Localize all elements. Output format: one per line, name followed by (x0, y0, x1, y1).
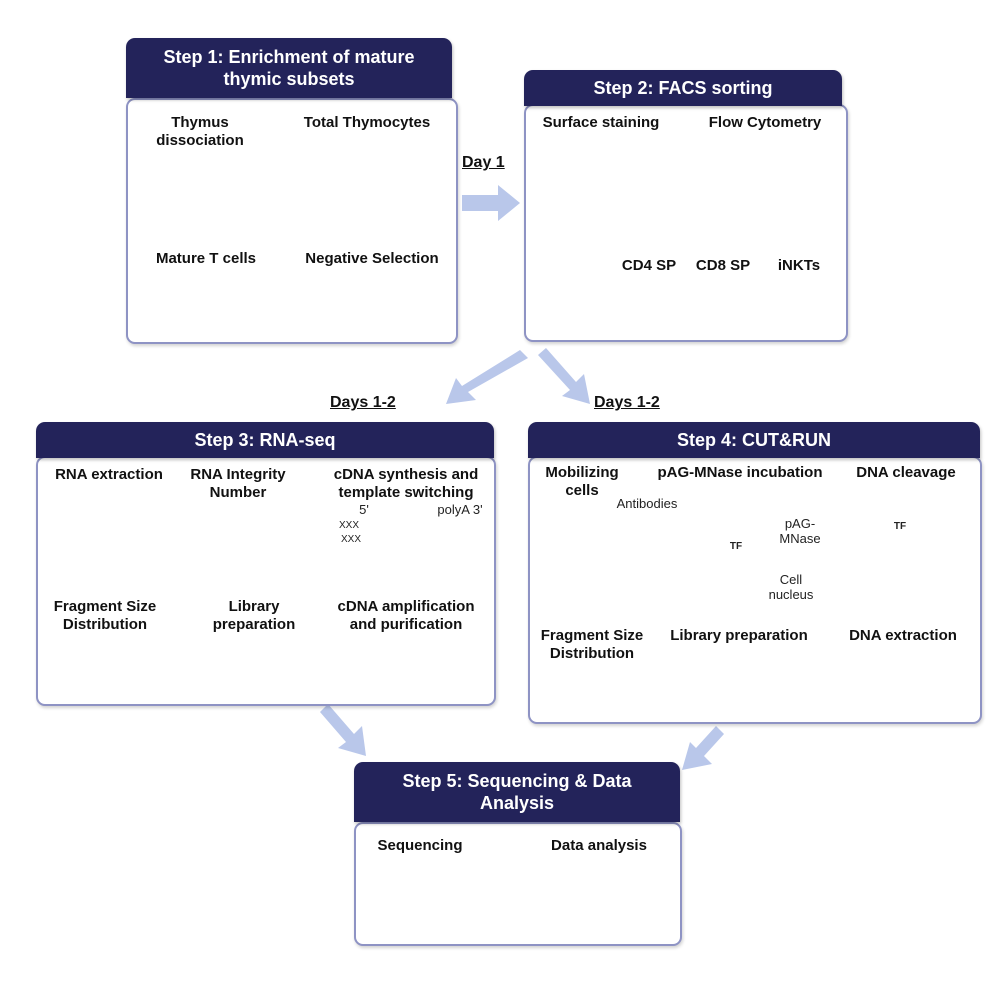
surface-staining-label: Surface staining (542, 114, 660, 131)
pag-mnase-label: pAG- MNase (779, 516, 821, 546)
total-thymocytes-label: Total Thymocytes (303, 114, 431, 131)
mobilizing-cells-label: Mobilizing cells (545, 464, 619, 499)
step4-header: Step 4: CUT&RUN (528, 422, 980, 458)
inkts-label: iNKTs (777, 257, 821, 274)
days12-right-label: Days 1-2 (594, 394, 660, 411)
sequencing-label: Sequencing (377, 837, 463, 854)
flow-arrow-step2-step4 (538, 348, 590, 404)
pag-incubation-label: pAG-MNase incubation (657, 464, 823, 481)
step4-fragment-label: Fragment Size Distribution (540, 627, 644, 662)
step4-panel (528, 456, 982, 724)
step5-panel (354, 822, 682, 946)
flow-arrow-step1-step2 (462, 185, 520, 221)
step2-header: Step 2: FACS sorting (524, 70, 842, 106)
mature-t-cells-label: Mature T cells (155, 250, 257, 267)
step2-panel (524, 104, 848, 342)
days12-left-label: Days 1-2 (330, 394, 396, 411)
step3-fragment-label: Fragment Size Distribution (53, 598, 157, 633)
flow-arrow-step2-step3 (446, 350, 528, 404)
rna-integrity-label: RNA Integrity Number (190, 466, 286, 501)
cd8-sp-label: CD8 SP (695, 257, 751, 274)
day1-label: Day 1 (462, 154, 505, 171)
step4-library-label: Library preparation (670, 627, 808, 644)
flow-cytometry-label: Flow Cytometry (708, 114, 822, 131)
five-prime-label: 5' (359, 502, 369, 517)
step3-header: Step 3: RNA-seq (36, 422, 494, 458)
step1-header: Step 1: Enrichment of mature thymic subs… (126, 38, 452, 98)
cd4-sp-label: CD4 SP (621, 257, 677, 274)
flow-arrows (320, 185, 724, 770)
dna-cleavage-label: DNA cleavage (856, 464, 956, 481)
cell-nucleus-label: Cell nucleus (768, 572, 814, 602)
tf-label-2: TF (893, 521, 907, 532)
flow-arrow-step4-step5 (682, 726, 724, 770)
cdna-amplification-label: cDNA amplification and purification (337, 598, 475, 633)
negative-selection-label: Negative Selection (305, 250, 439, 267)
antibodies-label: Antibodies (616, 496, 678, 511)
step5-header: Step 5: Sequencing & Data Analysis (354, 762, 680, 822)
rna-extraction-label: RNA extraction (55, 466, 163, 483)
xxx-label-2: XXX (340, 534, 361, 545)
step3-library-label: Library preparation (212, 598, 296, 633)
tf-label-1: TF (729, 541, 743, 552)
polya-label: polyA 3' (437, 502, 483, 517)
xxx-label-1: XXX (338, 520, 359, 531)
dna-extraction-label: DNA extraction (849, 627, 957, 644)
flow-arrow-step3-step5 (320, 704, 366, 756)
cdna-synthesis-label: cDNA synthesis and template switching (333, 466, 479, 501)
step1-panel (126, 98, 458, 344)
data-analysis-label: Data analysis (551, 837, 647, 854)
thymus-dissociation-label: Thymus dissociation (156, 114, 244, 149)
